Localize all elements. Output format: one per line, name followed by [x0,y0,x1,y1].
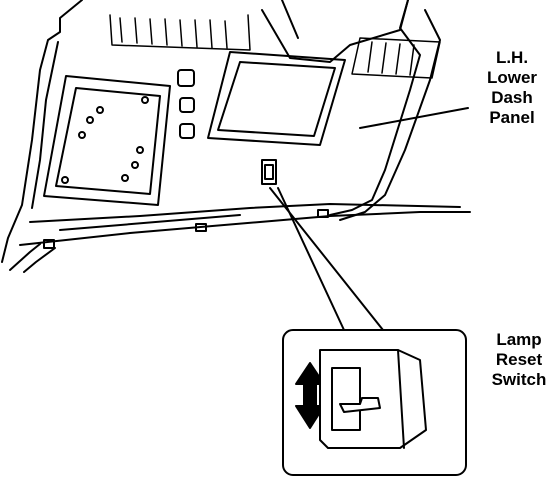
dash-controls [177,69,195,139]
dash-panel-outline [1,0,471,273]
label-line: Dash [491,88,533,107]
label-line: Reset [495,350,543,369]
lamp-reset-switch-label: Lamp Reset Switch [478,330,560,390]
label-line: Switch [491,370,547,389]
lh-lower-dash-panel-label: L.H. Lower Dash Panel [470,48,554,128]
label-line: L.H. [495,48,529,67]
switch-location [261,159,277,185]
steering-column-opening [207,0,409,146]
leader-lines [269,107,469,331]
speaker-grille [43,75,171,206]
label-line: Panel [489,108,535,127]
label-line: Lamp [496,330,542,349]
label-line: Lower [486,68,538,87]
upper-vents [109,14,441,79]
lamp-reset-switch-enlarged [319,349,427,449]
